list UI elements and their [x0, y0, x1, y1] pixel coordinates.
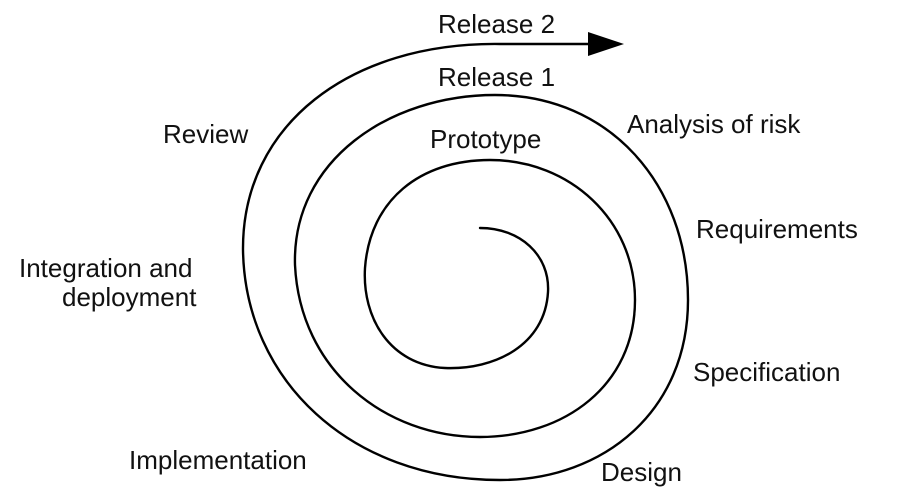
label-integration-line1: Integration and: [19, 253, 192, 283]
label-release-1: Release 1: [438, 62, 555, 92]
label-requirements: Requirements: [696, 214, 858, 244]
arrow-right-icon: [588, 32, 624, 56]
label-design: Design: [601, 457, 682, 487]
label-implementation: Implementation: [129, 445, 307, 475]
label-integration-line2: deployment: [62, 282, 197, 312]
spiral-curve: [241, 42, 690, 482]
label-prototype: Prototype: [430, 124, 541, 154]
label-release-2: Release 2: [438, 9, 555, 39]
label-analysis-of-risk: Analysis of risk: [627, 109, 801, 139]
label-specification: Specification: [693, 357, 840, 387]
label-review: Review: [163, 119, 248, 149]
